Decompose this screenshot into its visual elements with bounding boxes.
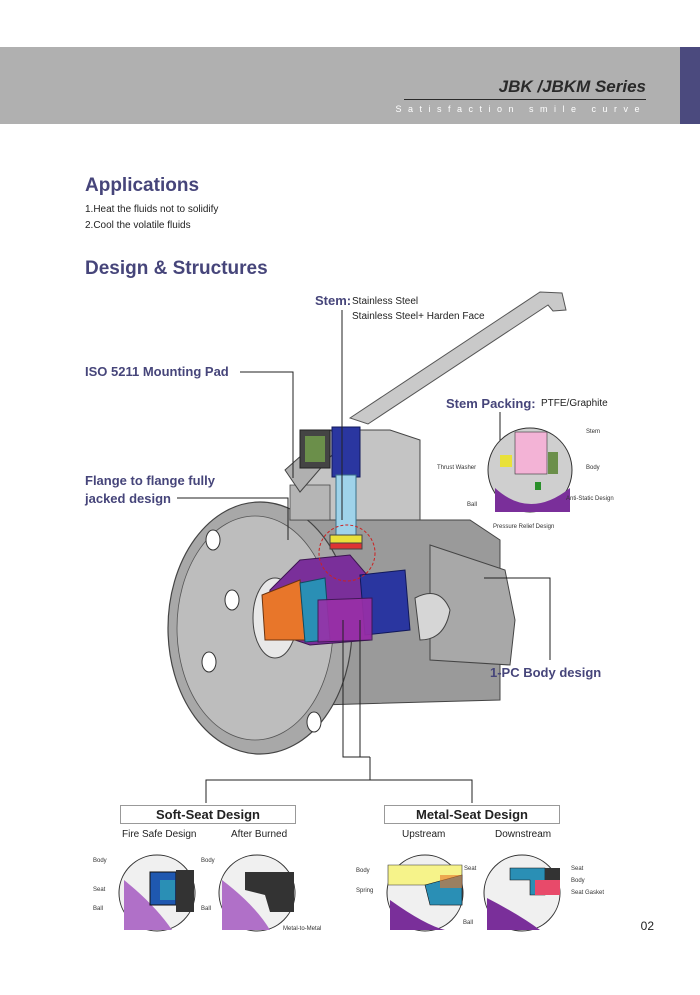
upstream-label: Upstream bbox=[402, 829, 446, 840]
stem-packing-material: PTFE/Graphite bbox=[541, 398, 608, 409]
metal-d1-ball-label: Ball bbox=[463, 920, 474, 926]
flange-callout-line2: jacked design bbox=[85, 491, 171, 506]
metal-d2-seat-label: Seat bbox=[571, 866, 584, 872]
application-item-1: 1.Heat the fluids not to solidify bbox=[85, 204, 219, 215]
soft-d2-ball-label: Ball bbox=[201, 906, 212, 912]
fire-safe-detail bbox=[118, 854, 196, 932]
soft-d2-body-label: Body bbox=[201, 858, 215, 864]
metal-d2-body-label: Body bbox=[571, 878, 585, 884]
soft-seat-title: Soft-Seat Design bbox=[120, 805, 296, 824]
stem-material-2: Stainless Steel+ Harden Face bbox=[352, 311, 485, 322]
series-underline bbox=[404, 99, 646, 100]
after-burned-label: After Burned bbox=[231, 829, 288, 840]
flange-callout-line1: Flange to flange fully bbox=[85, 473, 216, 488]
soft-d1-ball-label: Ball bbox=[93, 906, 104, 912]
header-accent-bar bbox=[680, 47, 700, 124]
metal-d1-seat-label: Seat bbox=[464, 866, 477, 872]
iso-mounting-pad-label: ISO 5211 Mounting Pad bbox=[85, 364, 229, 379]
metal-d1-spring-label: Spring bbox=[356, 888, 374, 894]
metal-seat-title: Metal-Seat Design bbox=[384, 805, 560, 824]
metal-d1-body-label: Body bbox=[356, 868, 370, 874]
page-number: 02 bbox=[640, 919, 654, 933]
soft-d2-metal-label: Metal-to-Metal bbox=[283, 926, 322, 932]
downstream-detail bbox=[483, 854, 561, 932]
soft-d1-body-label: Body bbox=[93, 858, 107, 864]
packing-stem-label: Stem bbox=[586, 429, 601, 435]
fire-safe-design-label: Fire Safe Design bbox=[122, 829, 197, 840]
soft-d1-seat-label: Seat bbox=[93, 887, 106, 893]
packing-anti-static-label: Anti-Static Design bbox=[566, 496, 614, 502]
header-band: JBK /JBKM Series Satisfaction smile curv… bbox=[0, 47, 700, 124]
applications-heading: Applications bbox=[85, 175, 200, 196]
stem-callout-label: Stem: bbox=[315, 293, 352, 308]
stem-material-1: Stainless Steel bbox=[352, 296, 419, 307]
packing-thrust-washer-label: Thrust Washer bbox=[437, 465, 477, 471]
body-design-label: 1-PC Body design bbox=[490, 665, 602, 680]
packing-ball-label: Ball bbox=[467, 502, 478, 508]
series-title: JBK /JBKM Series bbox=[498, 77, 646, 96]
application-item-2: 2.Cool the volatile fluids bbox=[85, 220, 191, 231]
stem-packing-label: Stem Packing: bbox=[446, 396, 536, 411]
downstream-label: Downstream bbox=[495, 829, 552, 840]
series-tagline: Satisfaction smile curve bbox=[395, 104, 646, 114]
after-burned-detail bbox=[218, 854, 296, 932]
packing-pressure-relief-label: Pressure Relief Design bbox=[493, 524, 555, 530]
stem-packing-detail bbox=[487, 427, 573, 513]
packing-body-label: Body bbox=[586, 465, 600, 471]
design-heading: Design & Structures bbox=[85, 258, 268, 279]
upstream-detail bbox=[386, 854, 464, 932]
metal-d2-gasket-label: Seat Gasket bbox=[571, 890, 605, 896]
